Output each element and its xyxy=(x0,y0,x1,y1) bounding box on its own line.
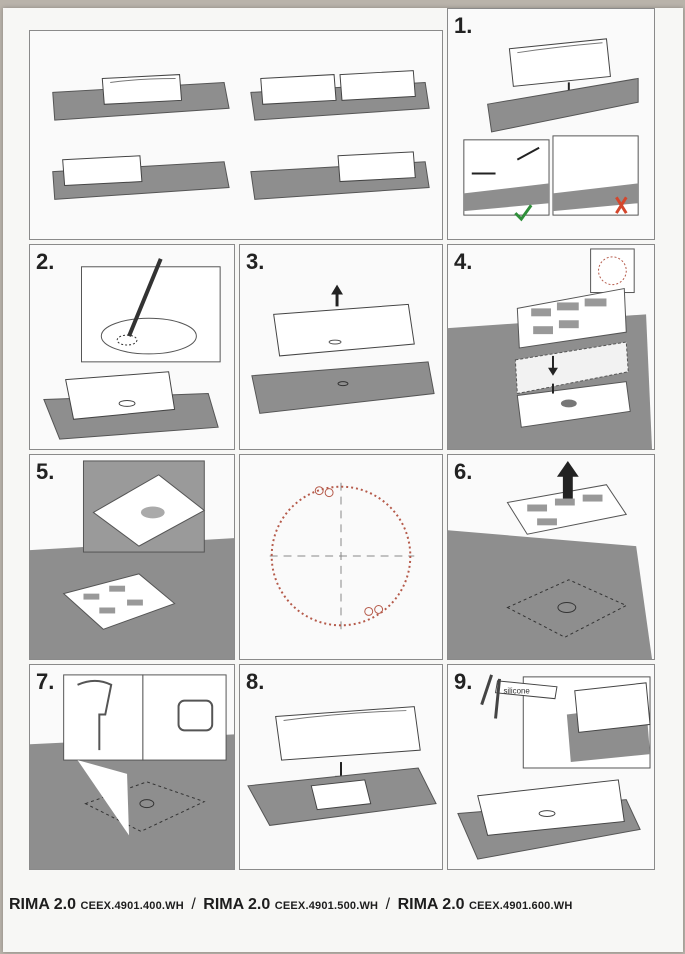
step-number: 9. xyxy=(454,669,473,694)
product-code: CEEX.4901.500.WH xyxy=(274,900,379,912)
panel-step-4: 4. xyxy=(447,244,655,450)
step-1-illustration xyxy=(463,38,639,222)
product-model: RIMA 2.0 xyxy=(203,896,271,913)
separator: / xyxy=(191,896,196,913)
option-single-left xyxy=(52,155,230,200)
step-number: 7. xyxy=(36,669,55,694)
panel-step-9: 9. silicone xyxy=(447,664,655,870)
panel-step-1: 1. xyxy=(447,8,655,240)
panel-step-7: 7. xyxy=(29,664,235,870)
step-2-illustration xyxy=(43,258,221,440)
step-7-illustration xyxy=(30,674,234,869)
step-number: 8. xyxy=(246,669,265,694)
panel-step-6: 6. xyxy=(447,454,655,660)
option-single-right xyxy=(250,151,430,200)
product-code: CEEX.4901.600.WH xyxy=(469,900,573,912)
step-number: 6. xyxy=(454,459,473,484)
panel-step-2: 2. xyxy=(29,244,235,450)
step-number: 4. xyxy=(454,249,473,274)
instruction-sheet: 1. 2. xyxy=(3,8,683,952)
panel-step-3: 3. xyxy=(239,244,443,450)
panel-step-8: 8. xyxy=(239,664,443,870)
step-5-illustration xyxy=(30,460,234,659)
fit-not-ok xyxy=(552,135,639,216)
step-8-illustration xyxy=(247,706,437,826)
step-number: 3. xyxy=(246,249,265,274)
fit-ok xyxy=(463,139,550,222)
product-model: RIMA 2.0 xyxy=(9,896,76,913)
silicone-label: silicone xyxy=(503,687,530,696)
step-3-illustration xyxy=(251,284,435,414)
scissors-icon xyxy=(364,605,384,616)
separator: / xyxy=(385,896,391,913)
product-model: RIMA 2.0 xyxy=(397,896,465,913)
panel-cut-template xyxy=(239,454,443,660)
step-9-illustration: silicone xyxy=(457,674,651,860)
step-number: 1. xyxy=(454,13,473,38)
step-6-illustration xyxy=(448,460,653,659)
step-4-illustration xyxy=(448,248,653,449)
product-footer: RIMA 2.0 CEEX.4901.400.WH / RIMA 2.0 CEE… xyxy=(9,896,679,914)
step-number: 2. xyxy=(36,249,55,274)
cut-template-illustration xyxy=(269,482,415,632)
scissors-icon xyxy=(314,486,334,498)
step-number: 5. xyxy=(36,459,55,484)
option-single-center xyxy=(52,74,230,121)
panel-step-5: 5. xyxy=(29,454,235,660)
panel-layout-options xyxy=(29,30,443,240)
product-code: CEEX.4901.400.WH xyxy=(80,900,184,912)
option-double xyxy=(250,70,430,121)
layout-options-illustration xyxy=(52,70,430,200)
